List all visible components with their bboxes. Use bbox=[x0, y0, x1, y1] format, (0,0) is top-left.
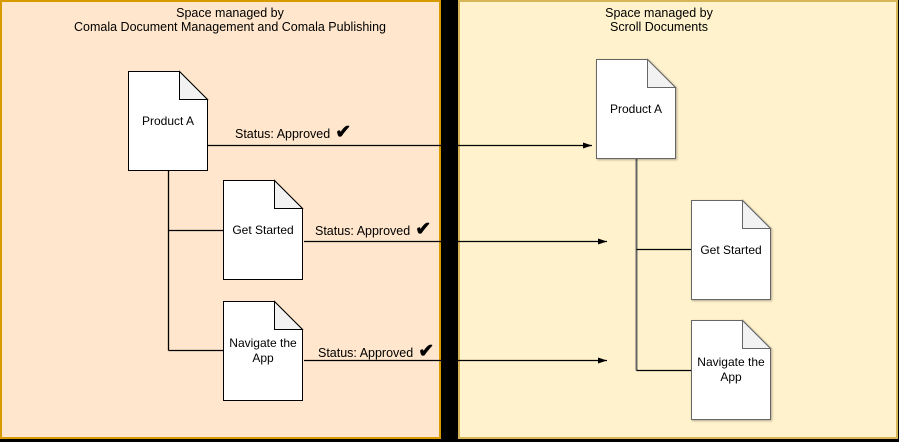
comala-space-title-line1: Space managed by bbox=[176, 6, 284, 20]
doc-label: Product A bbox=[141, 113, 195, 128]
status-text: Status: Approved bbox=[315, 223, 411, 238]
doc-label: Product A bbox=[609, 101, 663, 116]
comala-space-title-line2: Comala Document Management and Comala Pu… bbox=[74, 20, 386, 34]
scroll-space-title-line1: Space managed by bbox=[605, 6, 713, 20]
doc-right-product-a: Product A bbox=[596, 58, 677, 159]
scroll-space-title: Space managed by Scroll Documents bbox=[509, 6, 809, 34]
doc-left-product-a: Product A bbox=[128, 70, 209, 171]
document-icon bbox=[223, 300, 304, 401]
doc-left-get-started: Get Started bbox=[223, 179, 304, 280]
document-icon bbox=[128, 70, 209, 171]
doc-right-get-started: Get Started bbox=[691, 199, 772, 300]
doc-label: Get Started bbox=[232, 222, 294, 237]
document-icon bbox=[691, 199, 772, 300]
status-label-navigate-app: Status: Approved ✔ bbox=[318, 341, 434, 364]
status-text: Status: Approved bbox=[318, 345, 414, 360]
comala-space-title: Space managed by Comala Document Managem… bbox=[30, 6, 430, 34]
doc-label: Navigate the App bbox=[697, 355, 765, 384]
document-icon bbox=[223, 179, 304, 280]
scroll-documents-space-panel bbox=[458, 0, 898, 439]
approved-check-icon: ✔ bbox=[418, 341, 435, 362]
doc-right-navigate-app: Navigate the App bbox=[691, 319, 772, 420]
status-label-product-a: Status: Approved ✔ bbox=[235, 122, 351, 145]
doc-label: Get Started bbox=[700, 242, 762, 257]
document-icon bbox=[596, 58, 677, 159]
status-label-get-started: Status: Approved ✔ bbox=[315, 219, 431, 242]
document-icon bbox=[691, 319, 772, 420]
approved-check-icon: ✔ bbox=[415, 219, 432, 240]
scroll-space-title-line2: Scroll Documents bbox=[610, 20, 708, 34]
doc-label: Navigate the App bbox=[229, 336, 297, 365]
status-text: Status: Approved bbox=[235, 126, 331, 141]
doc-left-navigate-app: Navigate the App bbox=[223, 300, 304, 401]
approved-check-icon: ✔ bbox=[335, 122, 352, 143]
